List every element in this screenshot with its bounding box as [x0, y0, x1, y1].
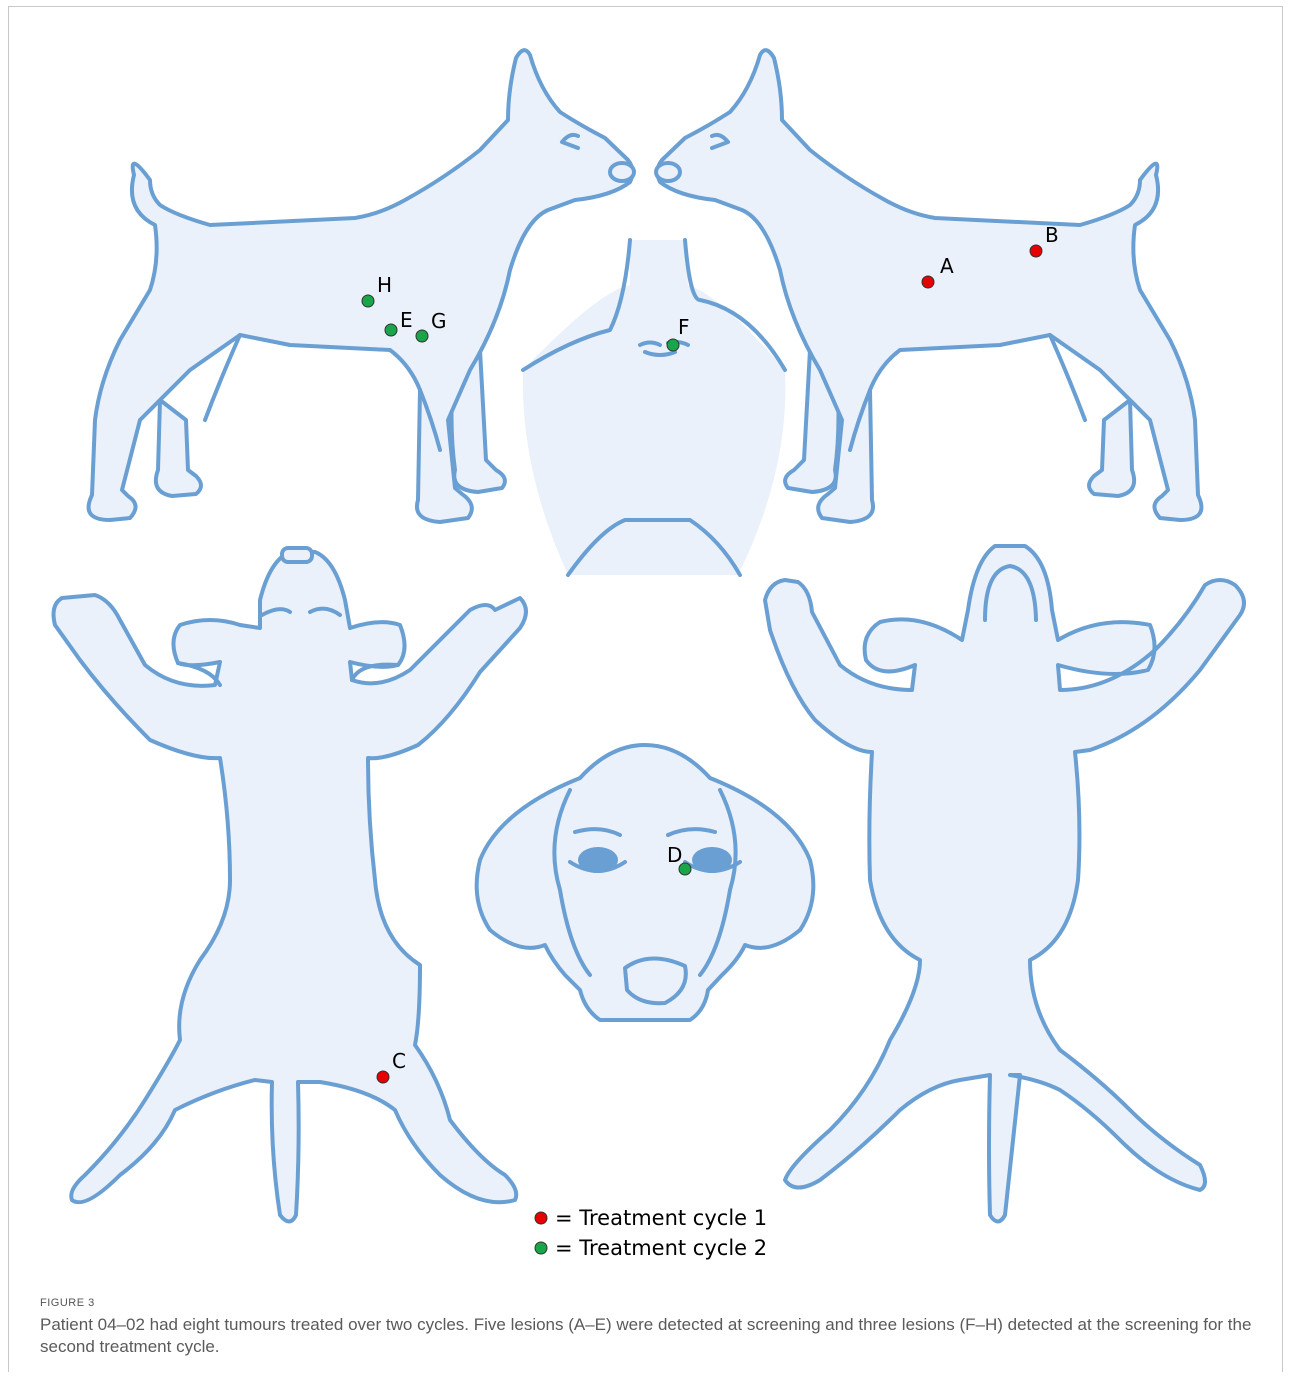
lesion-label-c: C [392, 1049, 406, 1073]
dog-dorsal-view [765, 546, 1244, 1222]
dog-ventral-view [54, 548, 526, 1222]
lesion-label-a: A [940, 254, 954, 278]
lesion-marker-b [1030, 245, 1042, 257]
lesion-label-d: D [667, 843, 682, 867]
lesion-marker-f [667, 339, 679, 351]
legend-item-cycle-2: = Treatment cycle 2 [555, 1236, 767, 1260]
lesion-marker-h [362, 295, 374, 307]
lesion-marker-e [385, 324, 397, 336]
lesion-marker-a [922, 276, 934, 288]
lesion-label-g: G [431, 309, 447, 333]
legend-item-cycle-1: = Treatment cycle 1 [555, 1206, 767, 1230]
lesion-marker-g [416, 330, 428, 342]
lesion-label-h: H [377, 273, 392, 297]
dog-face-view [477, 745, 814, 1020]
figure-caption: FIGURE 3 Patient 04–02 had eight tumours… [40, 1297, 1265, 1358]
dog-chest-view [523, 240, 786, 575]
legend-green-dot [535, 1242, 547, 1254]
lesion-label-e: E [400, 308, 413, 332]
figure-label: FIGURE 3 [40, 1297, 1265, 1309]
lesion-marker-c [377, 1071, 389, 1083]
legend: = Treatment cycle 1 = Treatment cycle 2 [535, 1206, 767, 1260]
dog-body-map: A B C D E F G H = Treatment cycle 1 = Treatment… [0, 0, 1290, 1290]
legend-red-dot [535, 1212, 547, 1224]
caption-text: Patient 04–02 had eight tumours treated … [40, 1314, 1265, 1358]
lesion-label-b: B [1045, 223, 1059, 247]
lesion-label-f: F [678, 315, 690, 339]
